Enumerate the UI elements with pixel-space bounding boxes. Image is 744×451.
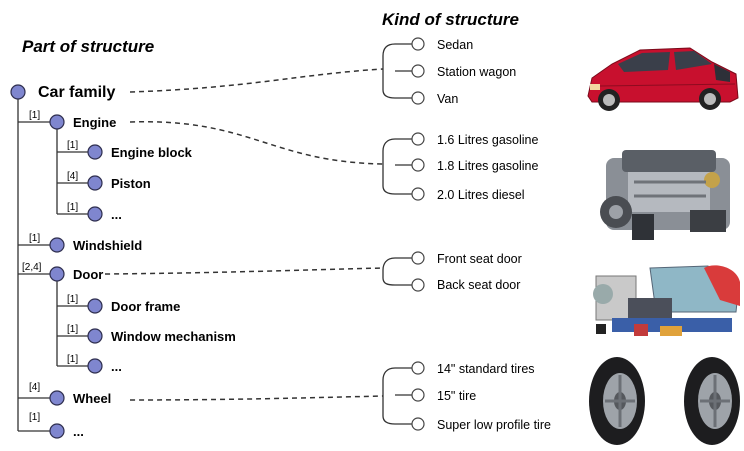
part-tree: Car family [1] Engine [1] Engine block […	[10, 84, 236, 439]
kind-node	[411, 251, 425, 265]
kind-node	[411, 361, 425, 375]
tree-label-engine-more: ...	[111, 207, 122, 222]
tree-mult: [1]	[67, 202, 78, 213]
tree-mult: [4]	[67, 171, 78, 182]
tree-mult: [1]	[67, 140, 78, 151]
link-car-family	[129, 68, 384, 93]
kind-label-14-standard: 14" standard tires	[437, 362, 535, 376]
tree-root-label: Car family	[38, 84, 115, 101]
tree-node-piston	[87, 175, 103, 191]
tree-mult: [1]	[67, 324, 78, 335]
engine-image	[600, 150, 730, 240]
kind-node	[411, 91, 425, 105]
tree-label-more: ...	[73, 424, 84, 439]
kind-node	[411, 417, 425, 431]
tree-label-door-frame: Door frame	[111, 299, 180, 314]
kind-group-wheel: 14" standard tires 15" tire Super low pr…	[382, 361, 551, 432]
kind-node	[411, 187, 425, 201]
tree-node-windshield	[49, 237, 65, 253]
kind-label-1-6-gasoline: 1.6 Litres gasoline	[437, 133, 539, 147]
tree-mult: [4]	[29, 382, 40, 393]
tree-mult: [1]	[29, 233, 40, 244]
car-image	[587, 47, 739, 111]
tree-node-more	[49, 423, 65, 439]
kind-label-1-8-gasoline: 1.8 Litres gasoline	[437, 159, 539, 173]
link-wheel	[129, 395, 384, 401]
tree-mult: [1]	[29, 110, 40, 121]
kind-label-sedan: Sedan	[437, 38, 473, 52]
tree-label-wheel: Wheel	[73, 391, 111, 406]
tree-node-door	[49, 266, 65, 282]
tree-node-engine-more	[87, 206, 103, 222]
tree-mult: [1]	[67, 294, 78, 305]
tree-label-windshield: Windshield	[73, 238, 142, 253]
kind-label-15-tire: 15" tire	[437, 389, 476, 403]
tree-label-door: Door	[73, 267, 103, 282]
kind-label-2-0-diesel: 2.0 Litres diesel	[437, 188, 525, 202]
link-engine	[129, 121, 384, 165]
door-parts-image	[593, 265, 740, 336]
kind-node	[411, 64, 425, 78]
tree-node-wheel	[49, 390, 65, 406]
tree-label-door-more: ...	[111, 359, 122, 374]
kind-node	[411, 37, 425, 51]
tree-node-engine	[49, 114, 65, 130]
kind-of-structure-title: Kind of structure	[382, 10, 519, 29]
tree-label-piston: Piston	[111, 176, 151, 191]
tree-node-root	[10, 84, 26, 100]
dashed-links	[104, 68, 384, 401]
kind-label-super-low-profile: Super low profile tire	[437, 418, 551, 432]
tree-label-window-mechanism: Window mechanism	[111, 329, 236, 344]
kind-node	[411, 388, 425, 402]
tree-label-engine: Engine	[73, 115, 116, 130]
tree-node-engine-block	[87, 144, 103, 160]
tree-mult: [2,4]	[22, 262, 42, 273]
kind-node	[411, 132, 425, 146]
part-of-structure-title: Part of structure	[22, 37, 154, 56]
tree-mult: [1]	[67, 354, 78, 365]
kind-group-door: Front seat door Back seat door	[382, 251, 522, 292]
kind-node	[411, 158, 425, 172]
tree-label-engine-block: Engine block	[111, 145, 193, 160]
kind-label-station-wagon: Station wagon	[437, 65, 516, 79]
tree-node-door-frame	[87, 298, 103, 314]
kind-group-engine: 1.6 Litres gasoline 1.8 Litres gasoline …	[382, 132, 539, 202]
kind-label-front-seat-door: Front seat door	[437, 252, 522, 266]
tree-node-door-more	[87, 358, 103, 374]
kind-label-back-seat-door: Back seat door	[437, 278, 520, 292]
tree-node-window-mechanism	[87, 328, 103, 344]
tires-image	[589, 357, 740, 445]
tree-mult: [1]	[29, 412, 40, 423]
link-door	[104, 267, 384, 275]
kind-label-van: Van	[437, 92, 458, 106]
kind-group-car: Sedan Station wagon Van	[382, 37, 516, 106]
kind-node	[411, 278, 425, 292]
